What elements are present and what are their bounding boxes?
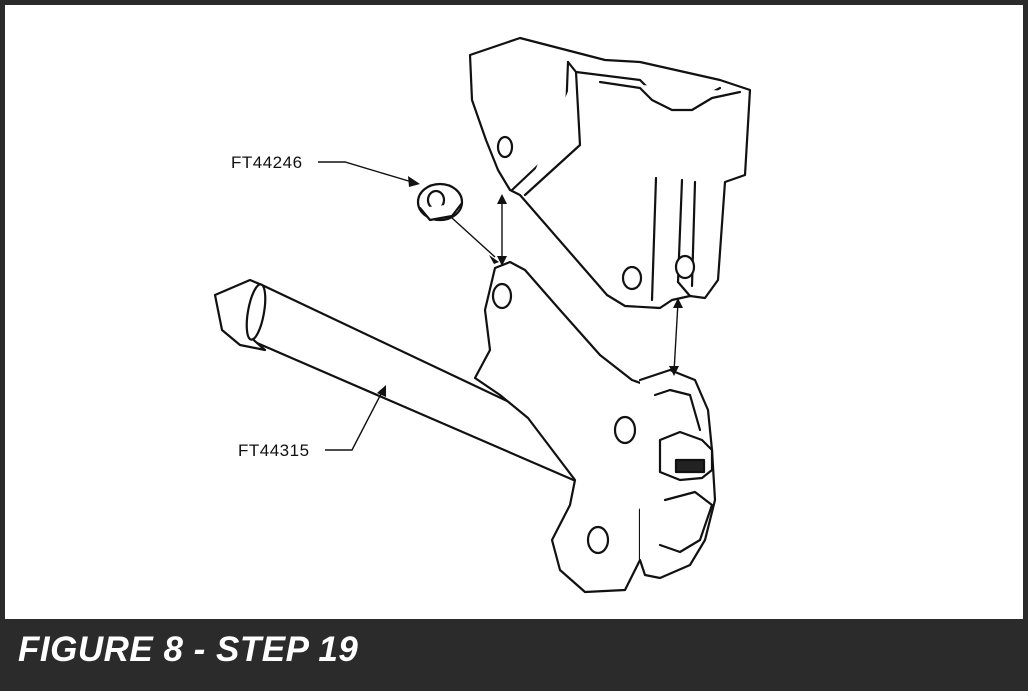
bar-ft44315 xyxy=(213,278,602,487)
pivot-bushing xyxy=(638,368,717,580)
callout-label-ft44315: FT44315 xyxy=(238,441,310,460)
leader-lines xyxy=(318,161,679,451)
illustration-panel: FT44246 FT44315 xyxy=(5,5,1023,619)
lower-bracket-plate xyxy=(473,260,672,594)
callout-label-ft44246: FT44246 xyxy=(231,153,303,172)
arrow-heads xyxy=(377,176,683,397)
upper-bracket xyxy=(468,36,752,310)
figure-caption: FIGURE 8 - STEP 19 xyxy=(18,630,359,669)
caption-bar xyxy=(0,620,1028,691)
bushing-ft44246 xyxy=(416,182,464,222)
exploded-assembly-drawing xyxy=(213,36,752,594)
